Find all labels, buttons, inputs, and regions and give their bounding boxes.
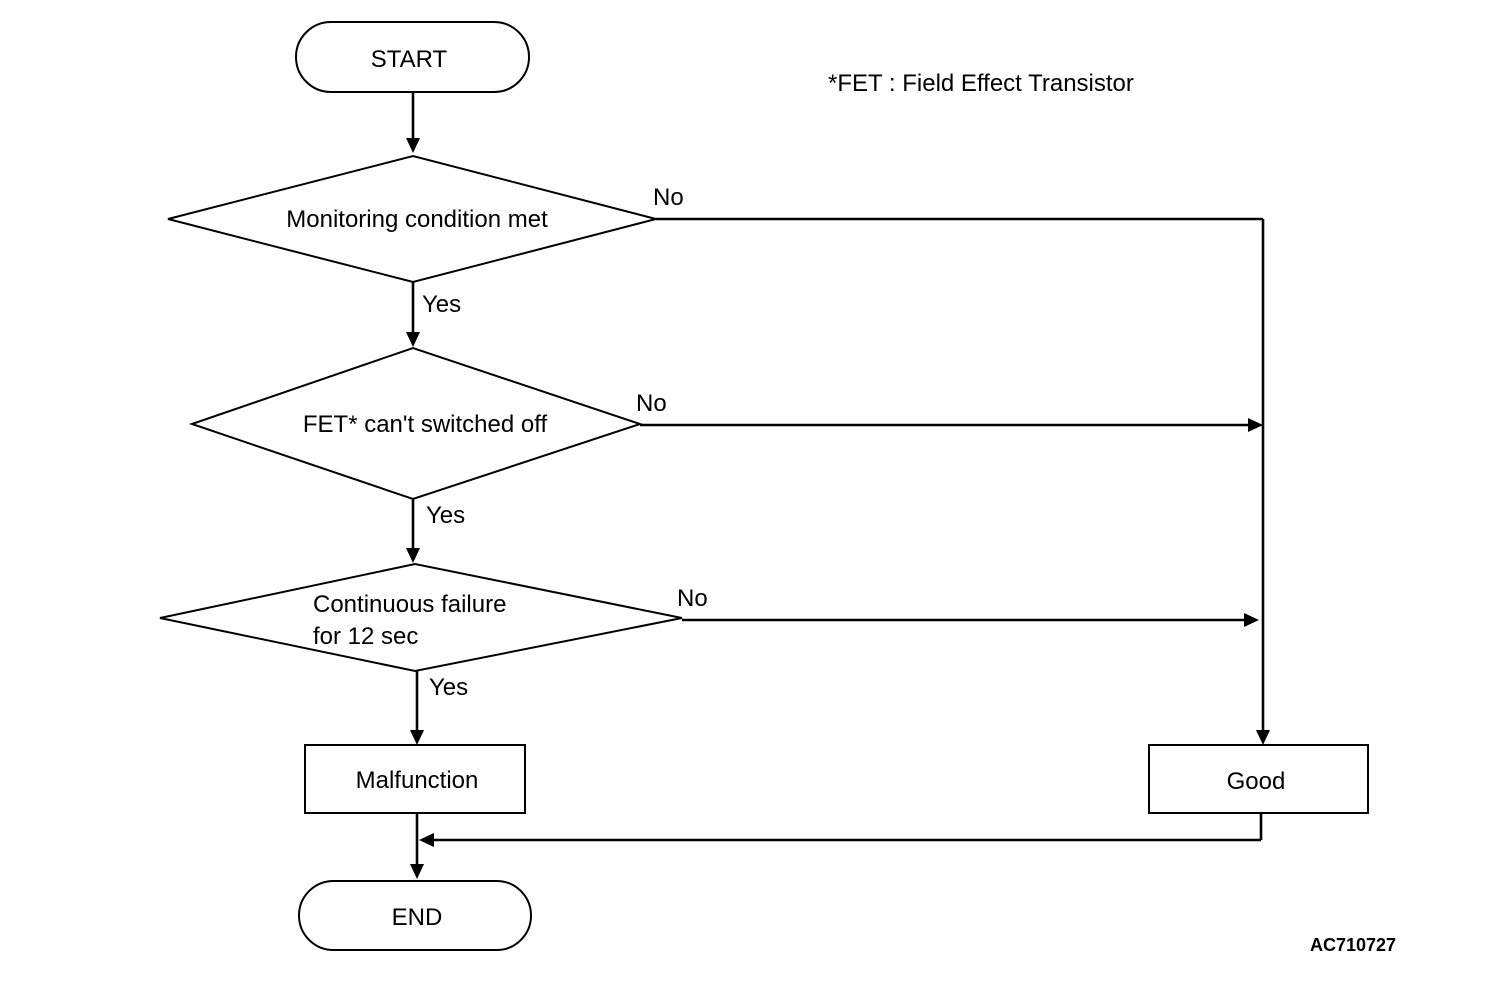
start-terminal: START — [295, 21, 530, 93]
end-terminal: END — [298, 880, 532, 951]
start-label: START — [371, 46, 448, 73]
decision-fet-switched-off: FET* can't switched off — [188, 346, 644, 501]
edge-label-d2-no: No — [636, 390, 667, 417]
arrowhead-malfunction — [410, 730, 424, 745]
good-label: Good — [1227, 768, 1286, 795]
decision-continuous-failure: Continuous failure for 12 sec — [159, 562, 683, 673]
decision-fet-switched-off-label: FET* can't switched off — [303, 411, 548, 438]
arrowhead-d1-d2 — [406, 332, 420, 347]
edge-label-d1-no: No — [653, 184, 684, 211]
arrowhead-merge — [419, 833, 434, 847]
decision-continuous-failure-line1: Continuous failure — [313, 591, 506, 618]
decision-monitoring-condition: Monitoring condition met — [167, 154, 660, 284]
arrowhead-good — [1256, 730, 1270, 745]
arrowhead-d3-no — [1244, 613, 1259, 627]
edge-label-d3-yes: Yes — [429, 674, 468, 701]
malfunction-box: Malfunction — [304, 744, 526, 814]
end-label: END — [392, 904, 443, 931]
edge-label-d1-yes: Yes — [422, 291, 461, 318]
decision-monitoring-condition-label: Monitoring condition met — [286, 206, 548, 233]
edge-label-d2-yes: Yes — [426, 502, 465, 529]
edge-label-d3-no: No — [677, 585, 708, 612]
arrowhead-end — [410, 864, 424, 879]
good-box: Good — [1148, 744, 1369, 814]
malfunction-label: Malfunction — [356, 767, 479, 794]
arrowhead-start-d1 — [406, 138, 420, 153]
arrowhead-d2-d3 — [406, 548, 420, 563]
decision-continuous-failure-line2: for 12 sec — [313, 623, 418, 650]
arrowhead-d2-no — [1248, 418, 1263, 432]
reference-code: AC710727 — [1310, 935, 1396, 955]
footnote-text: *FET : Field Effect Transistor — [828, 70, 1134, 97]
